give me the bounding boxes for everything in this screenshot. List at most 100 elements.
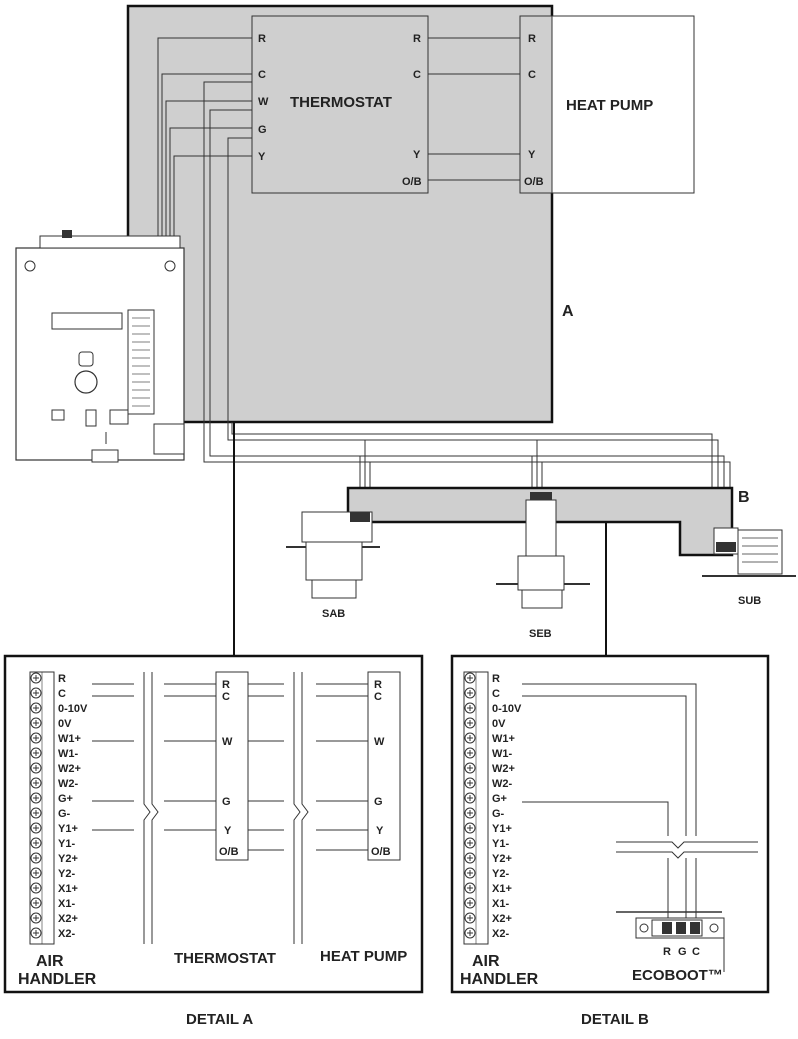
detail-a-handler-label: HANDLER [18,971,97,988]
detail-a-thermostat-c: C [222,691,230,703]
region-a-label: A [562,303,574,320]
thermostat-terminal-g: G [258,124,267,136]
detail-b-terminal-label: 0-10V [492,703,522,715]
detail-b-terminal-label: X2- [492,928,509,940]
detail-b-wires [522,683,758,924]
detail-a-terminal-label: X2- [58,928,75,940]
detail-leader-lines [233,422,607,655]
heat-pump-terminal-c: C [528,69,536,81]
heat-pump-terminal-y: Y [528,149,536,161]
detail-b-terminal-label: Y2- [492,868,509,880]
sub-unit [702,527,796,577]
ecoboot-terminal-r: R [663,946,671,958]
detail-b-terminal-label: X1- [492,898,509,910]
detail-a-thermostat-ob: O/B [219,846,239,858]
detail-a-terminal-label: Y1- [58,838,75,850]
detail-a-heatpump-w: W [374,736,385,748]
detail-a-terminal-label: C [58,688,66,700]
detail-b-terminal-label: X1+ [492,883,512,895]
detail-a-heatpump-c: C [374,691,382,703]
ecoboot-terminal-c: C [692,946,700,958]
detail-a-heatpump-label: HEAT PUMP [320,948,407,965]
detail-a-heatpump-r: R [374,679,382,691]
detail-a-terminal-label: R [58,673,66,685]
thermostat-box [251,15,429,194]
heat-pump-terminal-r: R [528,33,536,45]
sab-label: SAB [322,608,345,620]
detail-b-terminal-label: R [492,673,500,685]
detail-b-terminal-label: Y2+ [492,853,512,865]
detail-b-terminal-label: G+ [492,793,507,805]
ecoboot-label: ECOBOOT™ [632,967,723,984]
detail-a-wires [92,683,368,851]
heat-pump-terminal-ob: O/B [524,176,544,188]
detail-a-thermostat-r: R [222,679,230,691]
detail-a-terminal-label: W2- [58,778,79,790]
detail-a-terminal-label: Y2- [58,868,75,880]
detail-a-title: DETAIL A [186,1011,253,1028]
detail-a-terminal-label: Y2+ [58,853,78,865]
thermostat-terminal-r-right: R [413,33,421,45]
detail-b-terminal-label: 0V [492,718,506,730]
detail-a-air-label: AIR [36,953,64,970]
seb-label: SEB [529,628,552,640]
detail-a-terminal-label: X1+ [58,883,78,895]
detail-a-heatpump-y: Y [376,825,384,837]
thermostat-terminal-y-right: Y [413,149,421,161]
thermostat-terminal-ob-right: O/B [402,176,422,188]
detail-a-terminal-label: W1- [58,748,79,760]
detail-b-terminal-label: W1+ [492,733,515,745]
detail-a-heatpump-ob: O/B [371,846,391,858]
detail-b-terminal-label: W2- [492,778,513,790]
thermostat-terminal-r: R [258,33,266,45]
detail-a-terminal-label: W1+ [58,733,81,745]
detail-b-terminal-labels: RC 0-10V 0V W1+ W1- W2+ W2- G+ G- Y1+ Y1- Y2+ Y2- X1+… [492,673,522,940]
heat-pump-terminal-strip [519,15,553,194]
thermostat-terminal-y: Y [258,151,266,163]
ecoboot-terminal-g: G [678,946,687,958]
detail-a-terminal-label: 0-10V [58,703,88,715]
sab-unit [286,511,380,599]
thermostat-title: THERMOSTAT [290,94,392,111]
region-b-label: B [738,489,750,506]
detail-a-terminal-labels: RC 0-10V 0V W1+ W1- W2+ W2- G+ G- Y1+ Y1- Y2+ Y2- X1+… [58,673,88,940]
detail-a-terminal-label: G+ [58,793,73,805]
detail-a-terminal-label: 0V [58,718,72,730]
detail-b-handler-label: HANDLER [460,971,539,988]
detail-a-thermostat-label: THERMOSTAT [174,950,276,967]
detail-b-terminal-label: X2+ [492,913,512,925]
detail-b-terminal-label: G- [492,808,505,820]
detail-a-break-marks [143,672,309,944]
detail-a-terminal-label: X1- [58,898,75,910]
detail-b-screws [464,672,476,939]
detail-a-terminal-label: W2+ [58,763,81,775]
detail-a-thermostat-g: G [222,796,231,808]
detail-b-terminal-label: C [492,688,500,700]
detail-b-title: DETAIL B [581,1011,649,1028]
detail-a-heatpump-g: G [374,796,383,808]
thermostat-heatpump-wires [428,37,520,181]
detail-b-terminal-label: W1- [492,748,513,760]
detail-a-screws [30,672,42,939]
detail-a-thermostat-y: Y [224,825,232,837]
seb-unit [496,492,590,609]
detail-b-terminal-label: Y1+ [492,823,512,835]
detail-a-terminal-label: Y1+ [58,823,78,835]
thermostat-terminal-w: W [258,96,269,108]
detail-a-terminal-label: G- [58,808,71,820]
heat-pump-box-outline [551,15,695,194]
ecoboot-connector [616,911,725,972]
detail-a-thermostat-strip [215,671,249,861]
detail-a-thermostat-w: W [222,736,233,748]
sub-label: SUB [738,595,761,607]
detail-b-terminal-label: W2+ [492,763,515,775]
detail-a-terminal-label: X2+ [58,913,78,925]
heat-pump-title: HEAT PUMP [566,97,653,114]
detail-b-terminal-label: Y1- [492,838,509,850]
control-board [15,230,185,463]
detail-a-heatpump-strip [367,671,401,861]
thermostat-terminal-c-right: C [413,69,421,81]
thermostat-terminal-c: C [258,69,266,81]
detail-b-air-label: AIR [472,953,500,970]
